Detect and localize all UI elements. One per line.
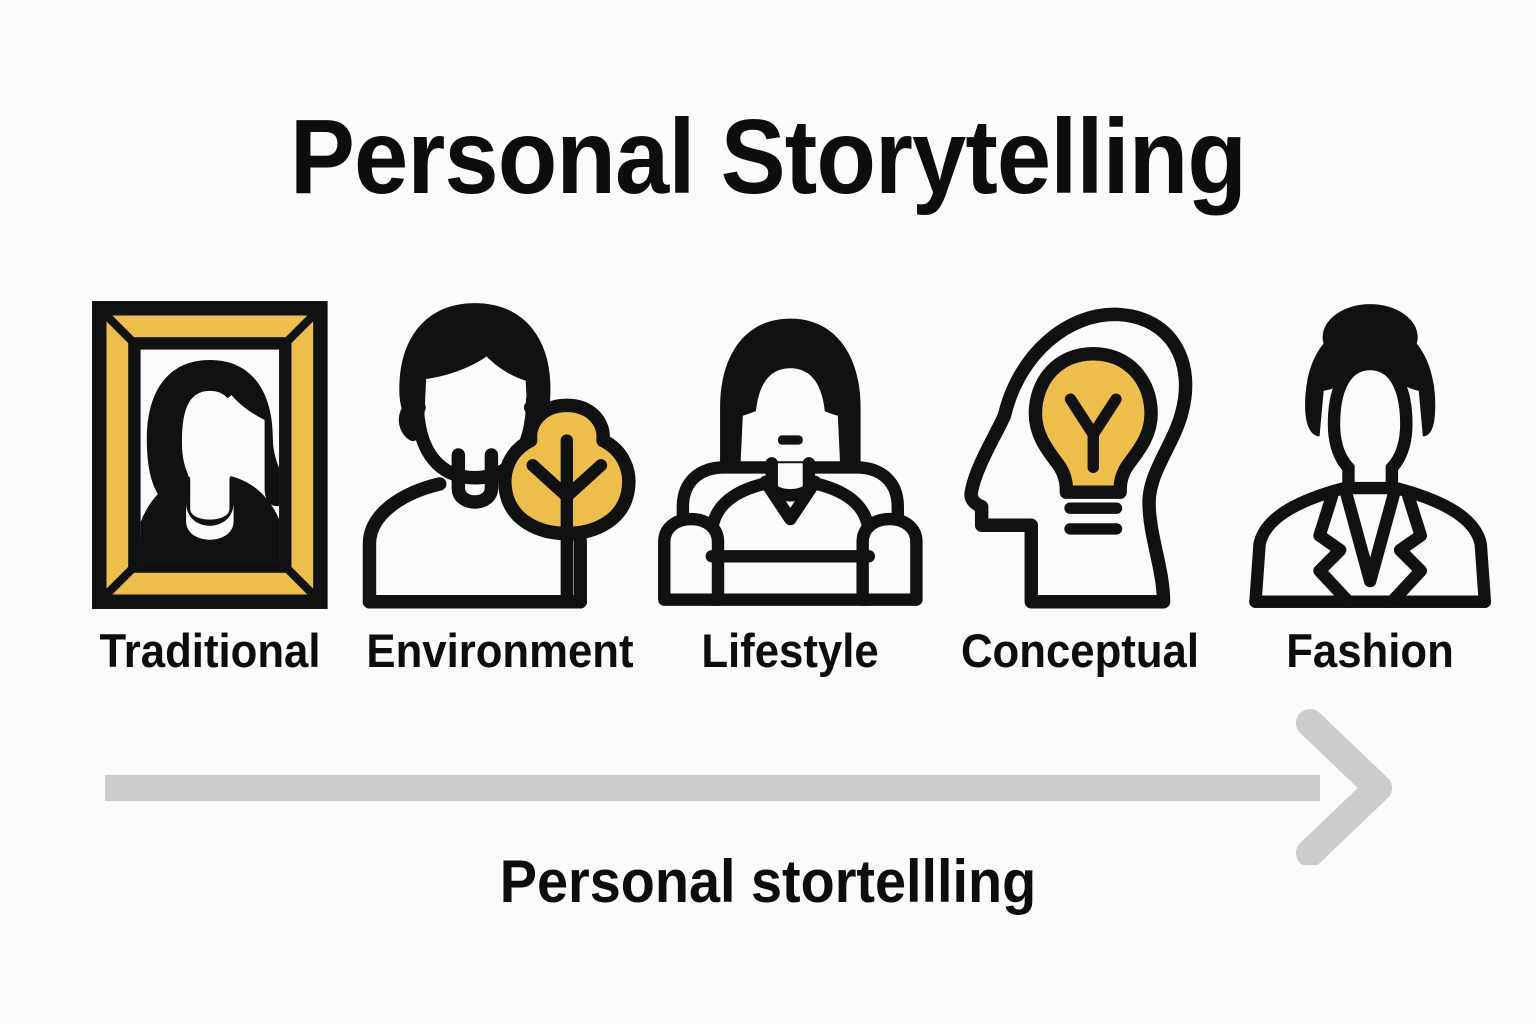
icon-cell-environment <box>350 300 650 610</box>
person-on-sofa-icon <box>657 318 923 606</box>
person-with-tree-icon <box>363 303 636 609</box>
progression-arrow <box>95 705 1415 867</box>
bottom-caption: Personal stortellling <box>499 848 1037 915</box>
icon-cell-lifestyle <box>640 300 940 610</box>
icon-cell-traditional <box>60 300 360 610</box>
icon-cell-conceptual <box>930 300 1230 610</box>
category-label-lifestyle: Lifestyle <box>701 624 879 677</box>
page-title: Personal Storytelling <box>289 98 1247 216</box>
icon-row <box>60 300 1491 610</box>
category-label-fashion: Fashion <box>1286 624 1454 677</box>
woman-in-blazer-icon <box>1249 304 1491 608</box>
icon-cell-fashion <box>1220 300 1520 610</box>
category-label-environment: Environment <box>366 624 634 677</box>
category-label-conceptual: Conceptual <box>960 624 1199 677</box>
framed-portrait-icon <box>92 301 328 609</box>
category-label-traditional: Traditional <box>99 624 321 677</box>
arrow-right-icon <box>105 709 1392 867</box>
category-label-row: Traditional Environment Lifestyle Concep… <box>60 622 1472 682</box>
head-lightbulb-icon <box>964 307 1193 609</box>
